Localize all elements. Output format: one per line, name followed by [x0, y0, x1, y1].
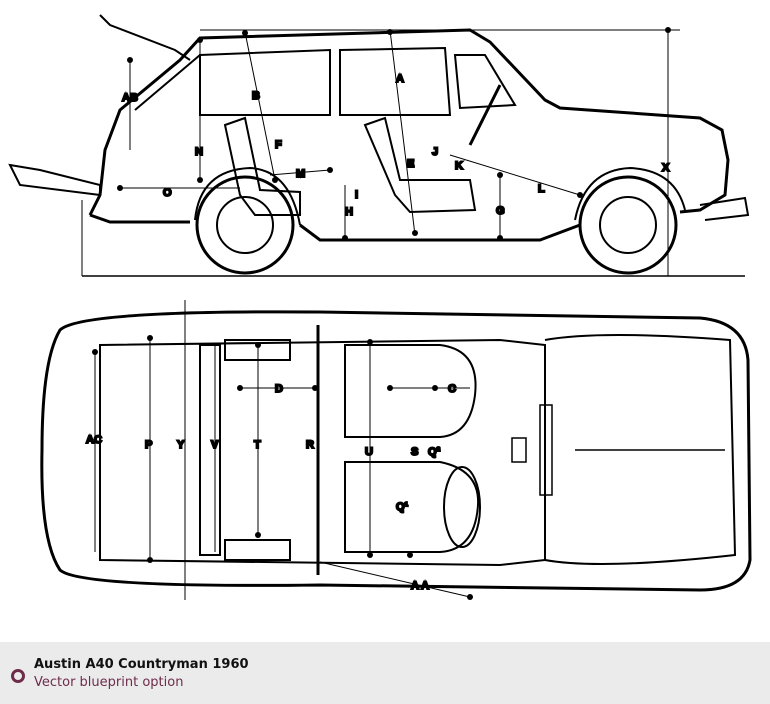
- caption-bar: Austin A40 Countryman 1960 Vector bluepr…: [0, 642, 770, 704]
- side-view: AB B F N O M H I A E J K L G X: [8, 14, 750, 277]
- label-V: V: [211, 439, 219, 451]
- label-J: J: [432, 146, 438, 158]
- label-Y: Y: [177, 439, 185, 451]
- car-blueprint: AB B F N O M H I A E J K L G X: [8, 14, 752, 600]
- label-G: G: [496, 205, 505, 217]
- circle-icon: [11, 669, 25, 683]
- label-M: M: [296, 168, 305, 180]
- blueprint-title: Austin A40 Countryman 1960: [34, 657, 249, 672]
- blueprint-subtitle[interactable]: Vector blueprint option: [34, 675, 184, 690]
- label-AC: AC: [86, 434, 102, 446]
- label-S: S: [411, 446, 418, 458]
- label-H: H: [345, 206, 353, 218]
- label-O: O: [163, 187, 172, 199]
- label-C: C: [448, 383, 456, 395]
- label-K: K: [455, 160, 463, 172]
- label-D: D: [275, 383, 283, 395]
- label-F: F: [275, 139, 282, 151]
- label-R: R: [306, 439, 314, 451]
- label-Q1: Q¹: [396, 501, 409, 513]
- label-T: T: [254, 439, 261, 451]
- label-I: I: [355, 189, 358, 201]
- label-AA: A A: [411, 580, 429, 592]
- top-view: AC P Y V T R D C U S Q² Q¹ A A: [40, 300, 752, 600]
- label-P: P: [145, 439, 152, 451]
- label-N: N: [195, 146, 203, 158]
- label-X: X: [662, 162, 670, 174]
- label-E: E: [407, 158, 414, 170]
- label-L: L: [538, 183, 545, 195]
- label-AB: AB: [122, 92, 138, 104]
- label-Q2: Q²: [428, 446, 441, 458]
- label-B: B: [252, 90, 260, 102]
- label-A: A: [396, 73, 404, 85]
- label-U: U: [365, 446, 373, 458]
